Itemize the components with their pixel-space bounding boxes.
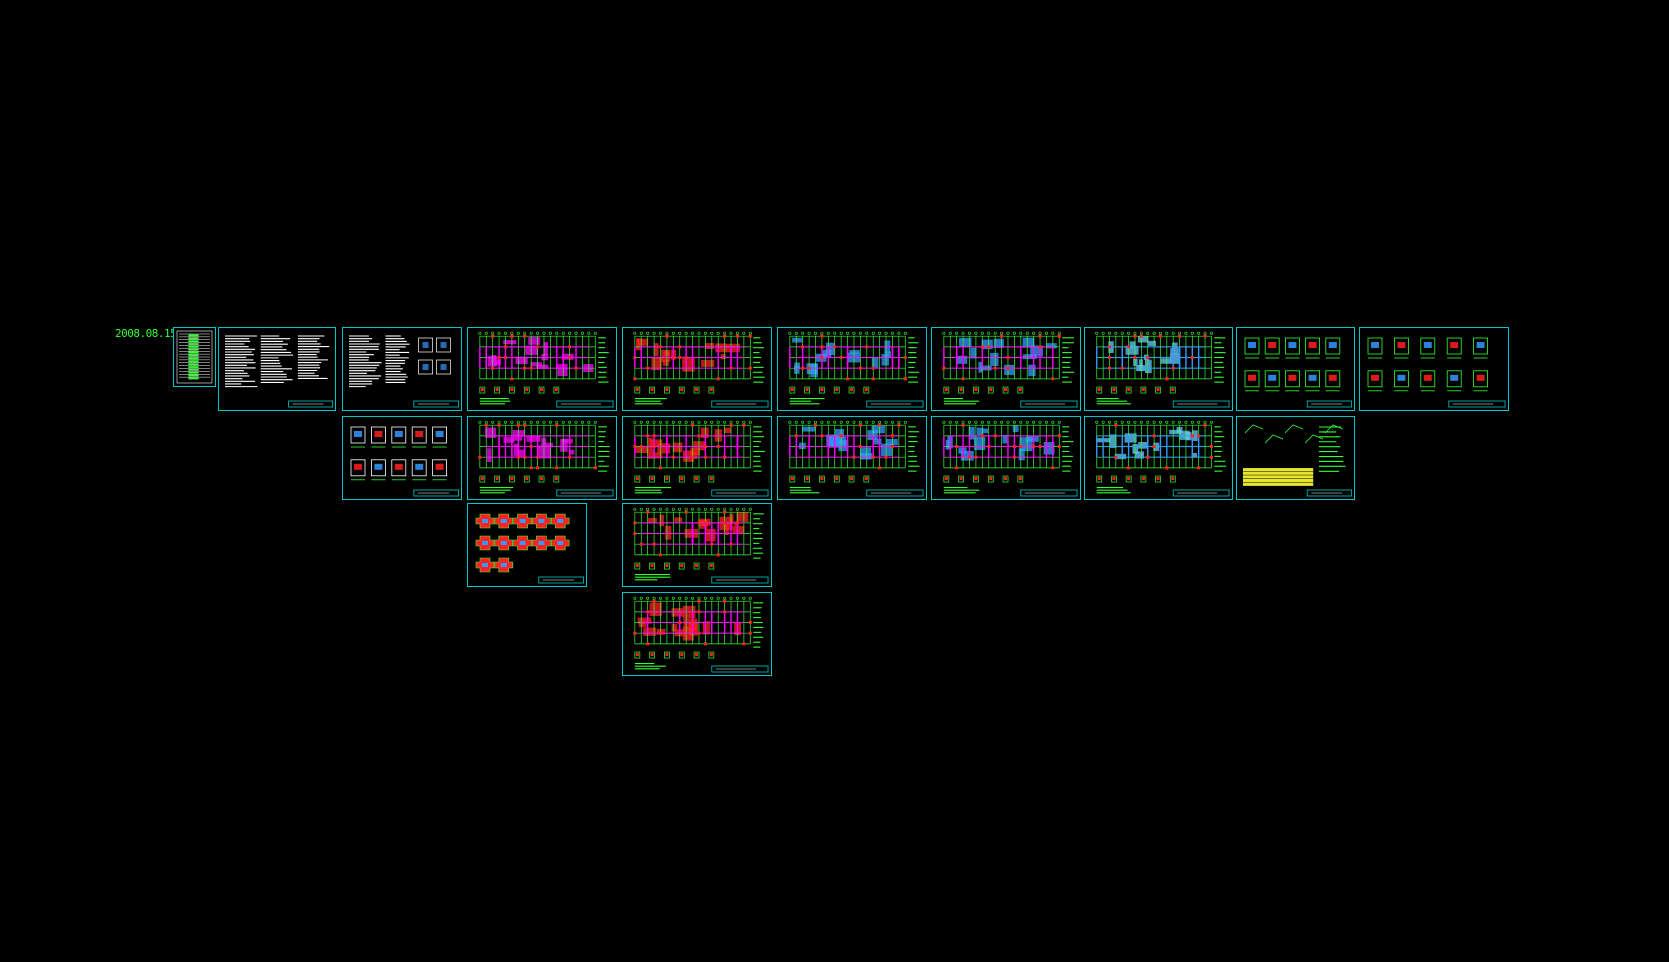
sheet-drawing (633, 596, 769, 673)
sheet-drawing (942, 331, 1078, 408)
sheet-drawing (350, 426, 460, 497)
sheet-drawing (1367, 337, 1506, 408)
sheet-columns-1[interactable] (467, 503, 587, 587)
sheet-drawing (475, 513, 585, 584)
sheet-drawing (225, 335, 334, 408)
sheet-drawing (478, 420, 614, 497)
sheet-drawing (1243, 424, 1353, 497)
sheet-drawing (1095, 420, 1230, 497)
sheet-drawing (1095, 331, 1230, 408)
sheet-plan-2[interactable] (622, 327, 772, 411)
sheet-drawing (788, 420, 924, 497)
sheet-detail-1[interactable] (1236, 327, 1355, 411)
sheet-drawing (633, 331, 769, 408)
sheet-drawing (633, 507, 769, 584)
sheet-plan-5[interactable] (1084, 327, 1233, 411)
sheet-plan-9[interactable] (931, 416, 1081, 500)
sheet-details-3[interactable] (342, 416, 462, 500)
sheet-drawing (349, 335, 460, 408)
sheet-detail-2[interactable] (1359, 327, 1509, 411)
sheet-plan-11[interactable] (622, 503, 772, 587)
sheet-drawing (788, 331, 924, 408)
sheet-plan-4[interactable] (931, 327, 1081, 411)
drawing-date-label: 2008.08.15 (115, 327, 177, 340)
sheet-plan-1[interactable] (467, 327, 617, 411)
sheet-plan-7[interactable] (622, 416, 772, 500)
sheet-table-1[interactable] (1236, 416, 1355, 500)
sheet-drawing (176, 330, 213, 384)
sheet-drawing (1244, 337, 1353, 408)
sheet-plan-8[interactable] (777, 416, 927, 500)
sheet-notes-2[interactable] (342, 327, 462, 411)
sheet-drawing (633, 420, 769, 497)
sheet-plan-10[interactable] (1084, 416, 1233, 500)
sheet-index[interactable] (173, 327, 216, 387)
sheet-plan-6[interactable] (467, 416, 617, 500)
sheet-drawing (478, 331, 614, 408)
sheet-drawing (942, 420, 1078, 497)
sheet-plan-3[interactable] (777, 327, 927, 411)
sheet-notes-1[interactable] (218, 327, 336, 411)
sheet-plan-12[interactable] (622, 592, 772, 676)
